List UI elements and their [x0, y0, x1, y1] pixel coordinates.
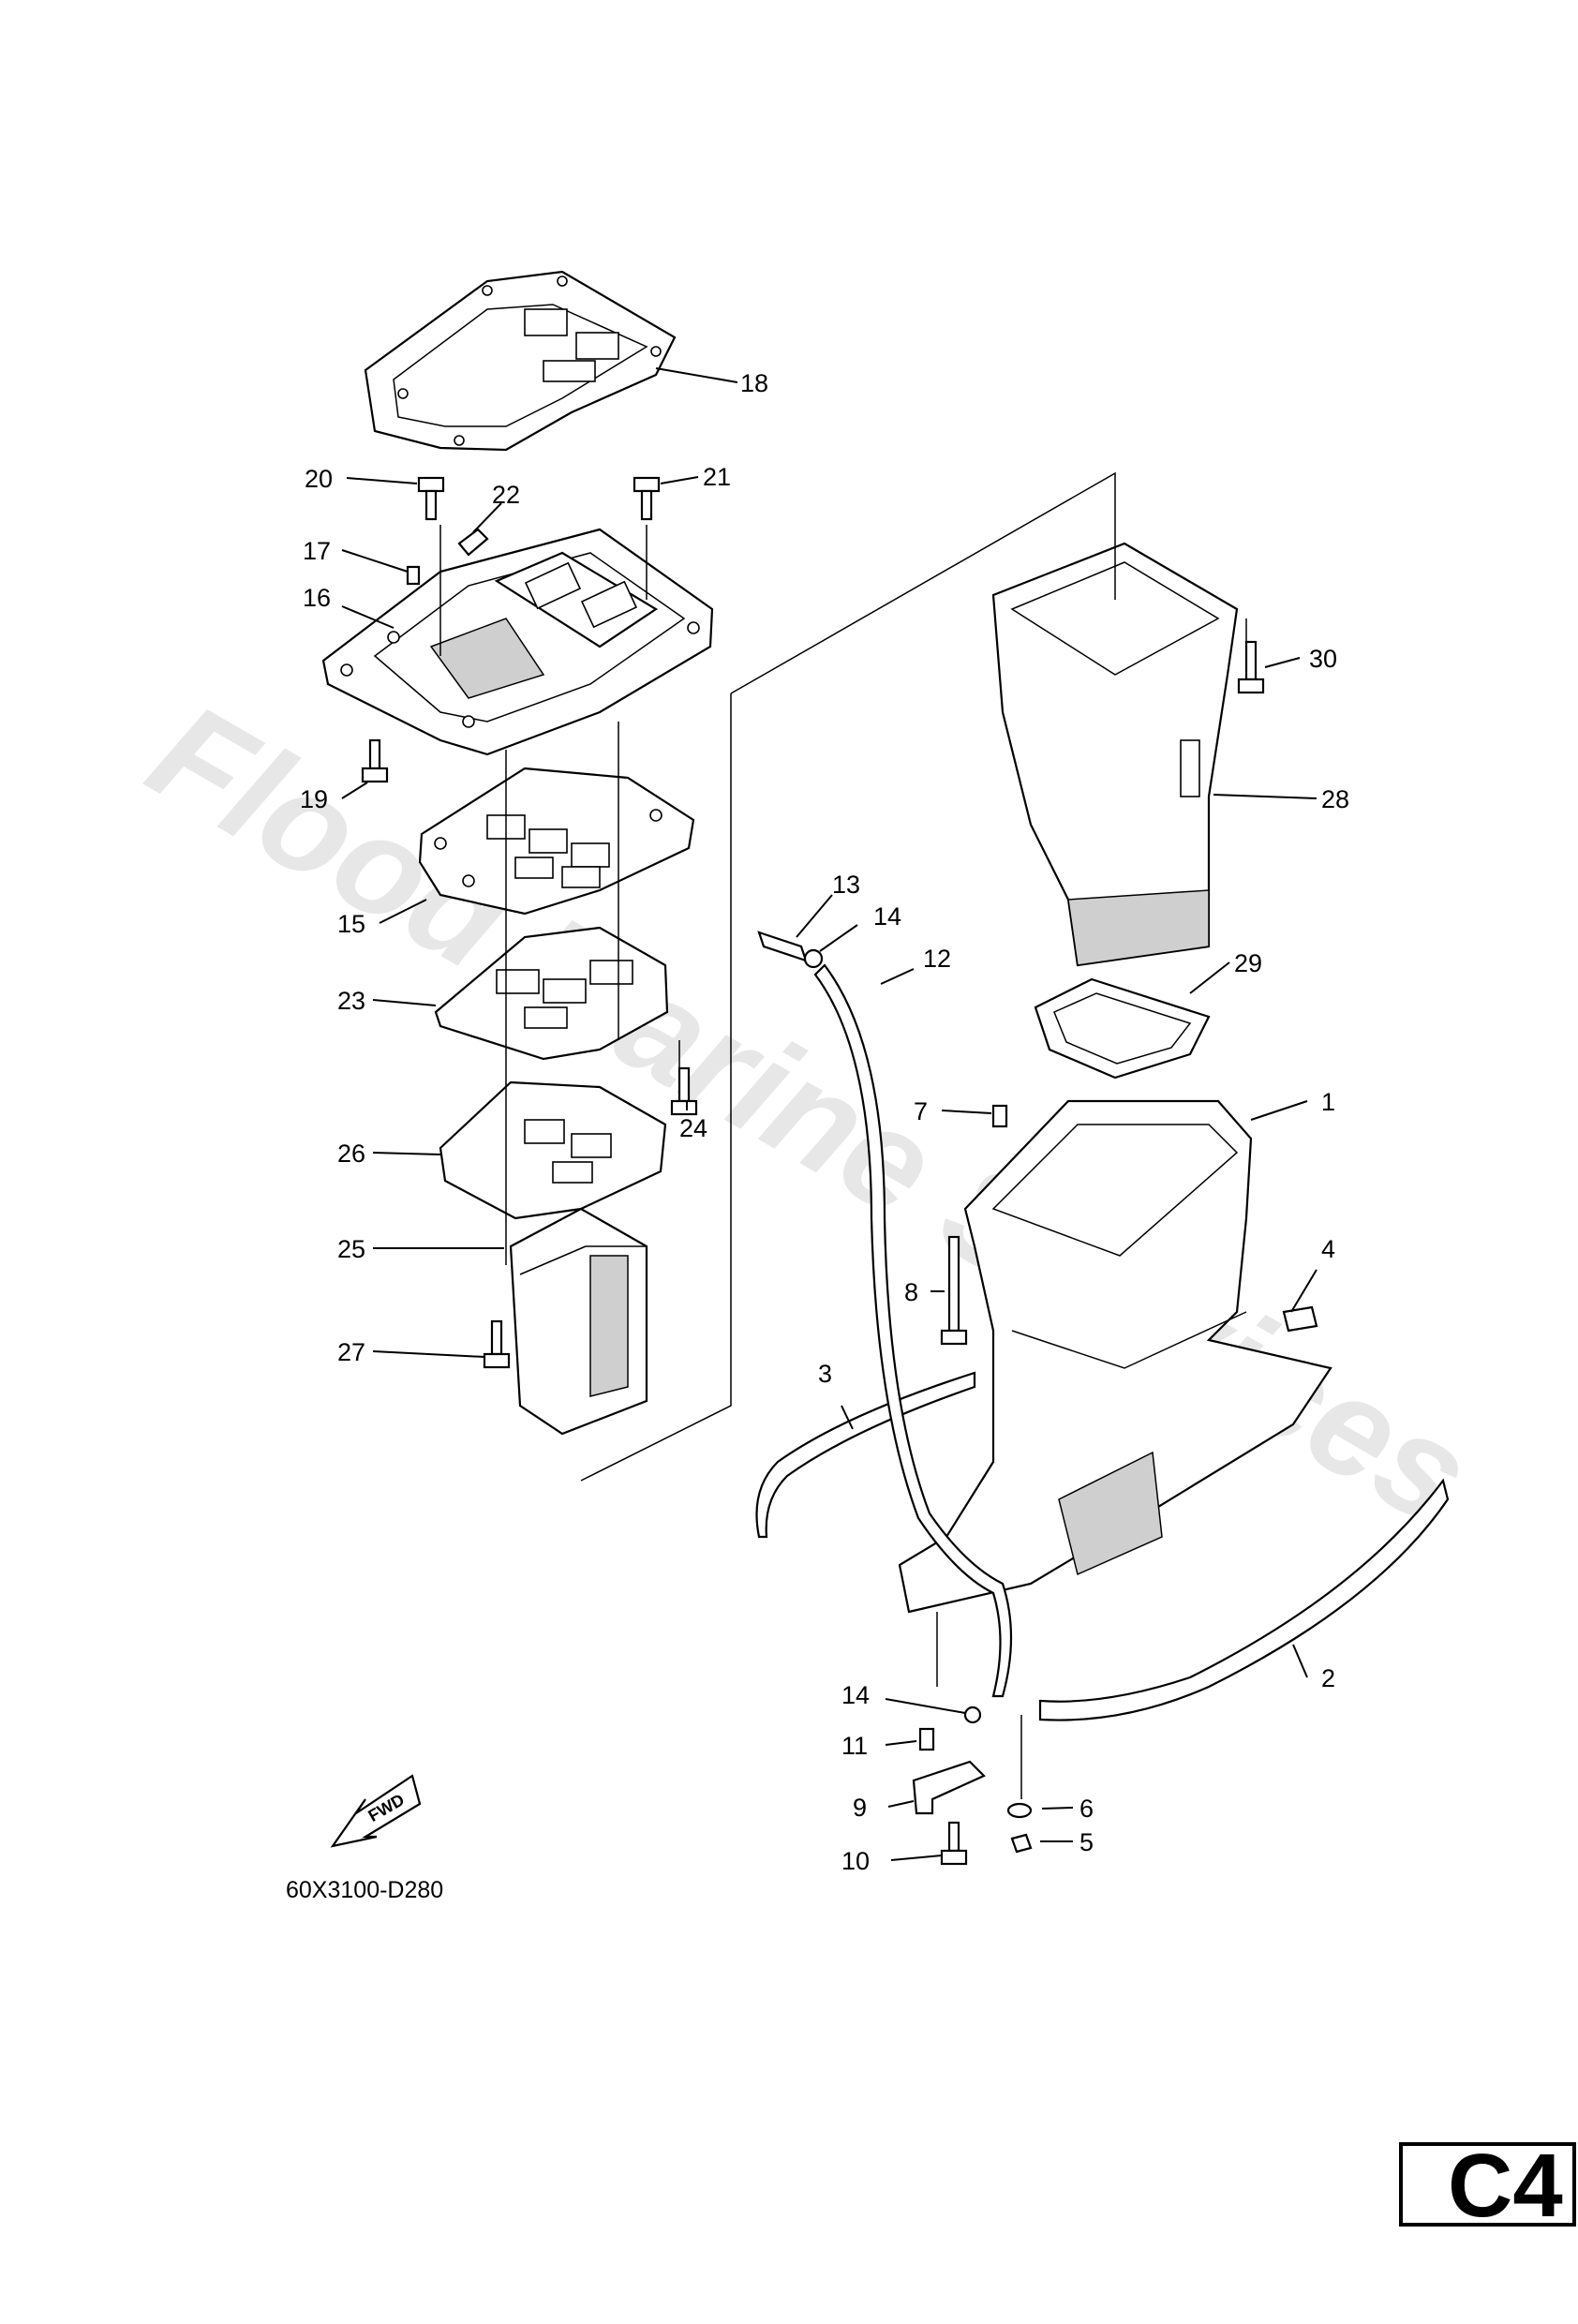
label-part-12: 12	[923, 945, 951, 973]
fwd-arrow: FWD	[330, 1774, 422, 1848]
label-part-13: 13	[832, 871, 860, 899]
dowel-7	[991, 1104, 1008, 1128]
bolt-24	[670, 1066, 698, 1116]
label-part-4: 4	[1321, 1235, 1335, 1263]
bolt-8	[940, 1235, 968, 1346]
label-part-3: 3	[818, 1360, 832, 1388]
label-part-21: 21	[703, 463, 731, 491]
upper-casing-1	[898, 1099, 1332, 1614]
leader-lines	[341, 367, 1317, 1861]
label-part-15: 15	[337, 910, 365, 938]
label-part-5: 5	[1079, 1828, 1094, 1856]
page-id: C4	[1448, 2136, 1563, 2236]
dowel-11	[918, 1727, 935, 1751]
exhaust-guide-23	[434, 926, 669, 1061]
label-part-16: 16	[303, 584, 331, 612]
fitting-13	[757, 931, 808, 962]
label-part-1: 1	[1321, 1088, 1335, 1116]
label-part-26: 26	[337, 1140, 365, 1168]
seal-strip-3	[755, 1371, 976, 1539]
bolt-21	[633, 476, 661, 521]
clamp-14-lower	[963, 1706, 982, 1724]
label-part-29: 29	[1234, 949, 1262, 977]
seal-strip-2	[1038, 1478, 1450, 1721]
assembly-lines	[439, 471, 1247, 1799]
label-part-17: 17	[303, 537, 331, 565]
bolt-19	[361, 738, 389, 783]
seal-29	[1034, 977, 1211, 1080]
gasket-18	[364, 270, 677, 452]
clamp-14-upper	[803, 948, 824, 969]
label-part-6: 6	[1079, 1795, 1094, 1823]
label-part-24: 24	[679, 1114, 707, 1142]
label-part-18: 18	[740, 369, 768, 397]
bolt-20	[417, 476, 445, 521]
bolt-27	[483, 1319, 511, 1369]
hose-12	[813, 963, 1013, 1698]
label-part-11: 11	[841, 1732, 868, 1760]
part-labels: 1 2 3 4 5 6 7 8 9 10 11 12 13 14 14 15 1…	[300, 369, 1349, 1875]
label-part-7: 7	[914, 1097, 928, 1125]
label-part-30: 30	[1309, 645, 1337, 673]
label-part-27: 27	[337, 1338, 365, 1366]
upper-casing-28	[991, 542, 1239, 967]
label-part-22: 22	[492, 481, 520, 509]
label-part-19: 19	[300, 785, 328, 813]
label-part-25: 25	[337, 1235, 365, 1263]
label-part-14-upper: 14	[873, 902, 901, 931]
label-part-23: 23	[337, 987, 365, 1015]
page-id-box: C4	[1399, 2136, 1576, 2236]
label-part-10: 10	[841, 1847, 870, 1875]
outlet-9	[912, 1760, 986, 1815]
bolt-10	[940, 1821, 968, 1866]
exhaust-pipe-25	[509, 1207, 648, 1436]
diagram-code: 60X3100-D280	[286, 1877, 443, 1903]
upper-plate-16	[321, 528, 714, 756]
fitting-22	[457, 528, 489, 557]
gasket-15	[418, 767, 695, 916]
label-part-8: 8	[904, 1278, 918, 1306]
gasket-26	[439, 1080, 667, 1220]
dowel-17	[406, 565, 421, 586]
nut-5	[1010, 1833, 1033, 1854]
washer-6	[1006, 1802, 1033, 1819]
label-part-14-lower: 14	[841, 1681, 870, 1709]
label-part-20: 20	[305, 465, 333, 493]
bolt-30	[1237, 640, 1265, 694]
label-part-9: 9	[853, 1794, 867, 1822]
plug-4	[1282, 1305, 1318, 1333]
label-part-2: 2	[1321, 1664, 1335, 1692]
label-part-28: 28	[1321, 785, 1349, 813]
